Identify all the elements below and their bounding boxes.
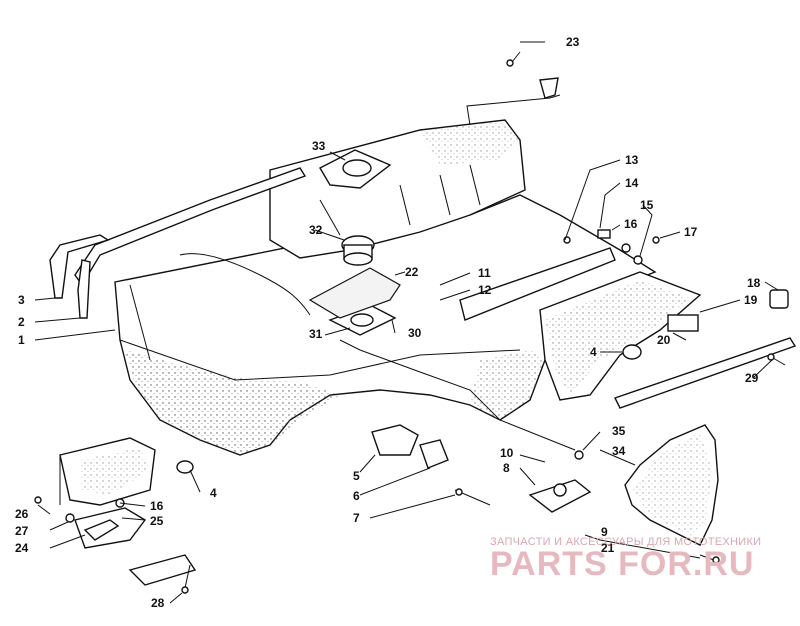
callout-15: 15 <box>640 198 654 212</box>
callout-2: 2 <box>18 315 25 329</box>
callout-22: 22 <box>405 265 419 279</box>
callout-13: 13 <box>625 153 639 167</box>
side-trim-strips <box>49 167 307 319</box>
callout-34: 34 <box>612 444 626 458</box>
callout-33: 33 <box>312 139 326 153</box>
right-side-panel <box>459 247 797 409</box>
callout-6: 6 <box>353 489 360 503</box>
callout-1: 1 <box>18 333 25 347</box>
callout-16: 16 <box>150 499 164 513</box>
leader-lines <box>34 41 779 604</box>
callout-18: 18 <box>747 276 761 290</box>
callout-4: 4 <box>590 345 597 359</box>
hardware-parts <box>176 59 789 564</box>
callout-35: 35 <box>612 424 626 438</box>
callout-29: 29 <box>745 371 759 385</box>
watermark-brand: PARTS FOR.RU <box>490 545 754 583</box>
callout-19: 19 <box>744 293 758 307</box>
callout-17: 17 <box>684 225 698 239</box>
callout-23: 23 <box>566 35 580 49</box>
callout-5: 5 <box>353 469 360 483</box>
callout-21: 21 <box>601 541 615 555</box>
callout-12: 12 <box>478 283 492 297</box>
callout-14: 14 <box>625 176 639 190</box>
callout-8: 8 <box>503 461 510 475</box>
callout-26: 26 <box>15 507 29 521</box>
callout-32: 32 <box>309 223 323 237</box>
callout-28: 28 <box>151 596 165 610</box>
watermark: ЗАПЧАСТИ И АКСЕССУАРЫ ДЛЯ МОТОТЕХНИКИ PA… <box>490 536 761 583</box>
callout-27: 27 <box>15 524 29 538</box>
callout-4: 4 <box>210 486 217 500</box>
callout-3: 3 <box>18 293 25 307</box>
callout-20: 20 <box>657 333 671 347</box>
callout-16: 16 <box>624 217 638 231</box>
bracket-assembly <box>34 437 197 594</box>
callout-10: 10 <box>500 446 514 460</box>
callout-24: 24 <box>15 541 29 555</box>
belly-pan-body <box>114 194 657 456</box>
callout-labels: 1 2 3 4 4 5 6 7 8 9 10 11 12 13 14 15 16… <box>15 35 761 610</box>
windshield <box>624 424 719 546</box>
callout-25: 25 <box>150 514 164 528</box>
callout-11: 11 <box>478 266 491 280</box>
callout-31: 31 <box>309 327 323 341</box>
callout-30: 30 <box>408 326 422 340</box>
callout-9: 9 <box>601 525 608 539</box>
callout-7: 7 <box>353 511 360 525</box>
watermark-subtitle: ЗАПЧАСТИ И АКСЕССУАРЫ ДЛЯ МОТОТЕХНИКИ <box>490 536 761 548</box>
